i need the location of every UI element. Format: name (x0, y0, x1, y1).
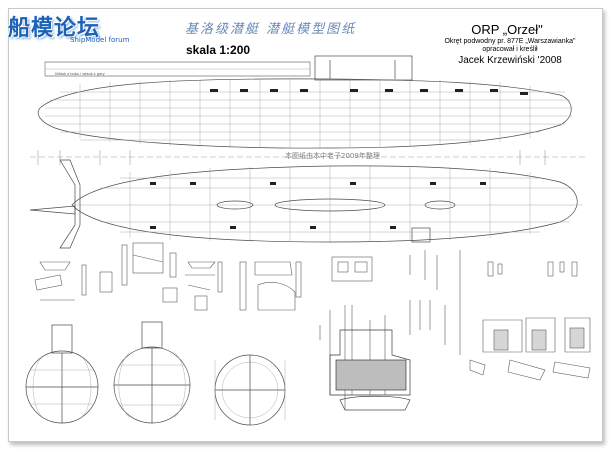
watermark-logo-subtext: ShipModel forum (70, 36, 130, 44)
cross-section-mid (113, 321, 191, 424)
detail-parts (34, 242, 321, 340)
middle-annotation: 本图纸由本中老子2009年整理 (285, 152, 380, 160)
sheet-frame (8, 8, 603, 442)
small-annotation: Widok z boku / widok z góry (55, 71, 105, 76)
cross-section-bow (25, 324, 99, 424)
title-block-credit: opracował i kreślił (482, 46, 538, 53)
title-block-description: Okręt podwodny pr. 877E „Warszawianka" (444, 38, 576, 45)
dimension-ticks (37, 150, 546, 165)
forum-watermark-logo: 船模论坛 ShipModel forum (6, 10, 156, 50)
watermark-logo-text: 船模论坛 (8, 16, 101, 41)
small-plan-view (44, 61, 311, 77)
title-block-title: ORP „Orzeł" (471, 22, 543, 37)
top-view-hull (29, 159, 582, 249)
title-block-author: Jacek Krzewiński '2008 (458, 55, 562, 66)
side-view-hull (37, 55, 572, 149)
scale-label: skala 1:200 (186, 43, 251, 57)
chinese-title: 基洛级潜艇 潜艇模型图纸 (185, 22, 357, 37)
conning-tower-section (329, 329, 411, 411)
cross-section-stern (214, 354, 286, 426)
right-details (469, 261, 591, 381)
